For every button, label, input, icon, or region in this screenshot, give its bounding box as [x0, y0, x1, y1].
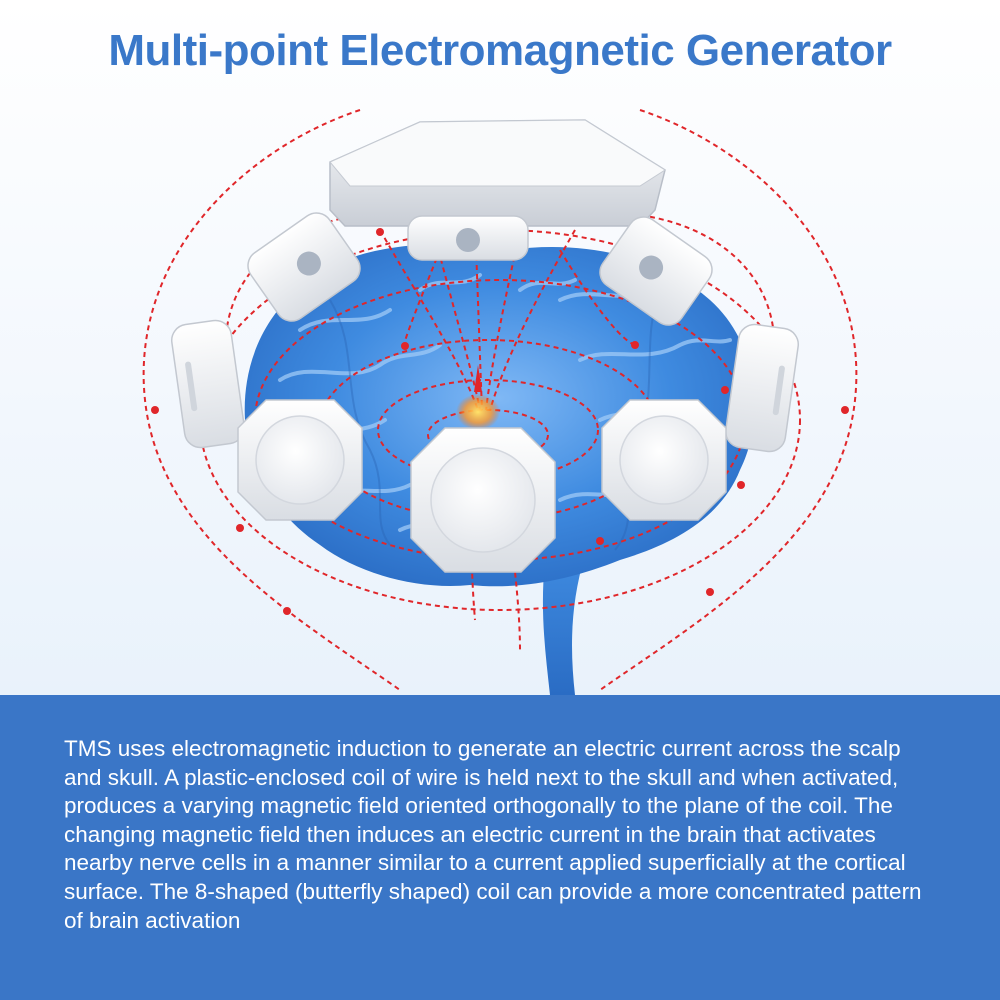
coil-pads-side [170, 319, 800, 453]
description-panel [0, 695, 1000, 1000]
illustration-area: Multi-point Electromagnetic Generator [0, 0, 1000, 695]
coil-pads-upper [247, 212, 713, 326]
description-text: TMS uses electromagnetic induction to ge… [64, 736, 922, 933]
coil-pad-left [237, 399, 363, 521]
coil-pad-right [601, 399, 727, 521]
tms-illustration [142, 109, 858, 695]
coil-pads-front [237, 399, 727, 573]
coil-pad-center [410, 427, 556, 573]
field-dots [151, 228, 849, 615]
page-title: Multi-point Electromagnetic Generator [108, 26, 892, 75]
headset-top-unit [329, 119, 666, 227]
stimulation-focus [456, 365, 500, 430]
